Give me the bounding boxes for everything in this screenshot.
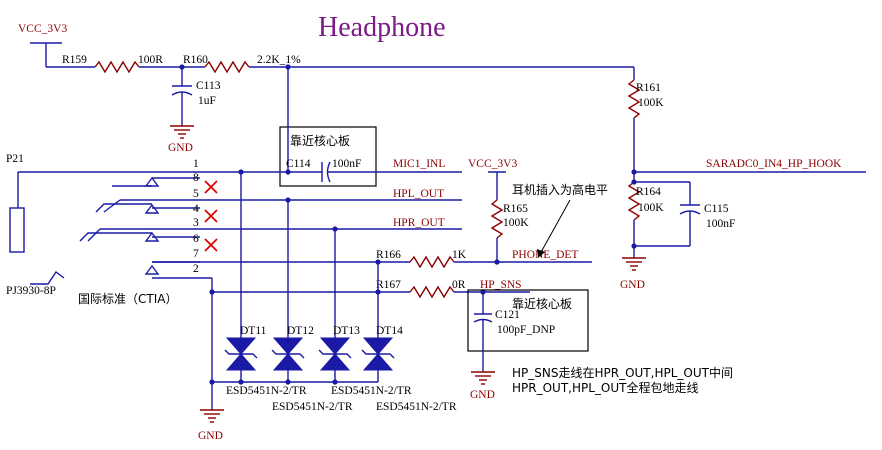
c114-ref: C114 [286, 158, 311, 170]
nc-mark-pin4 [204, 209, 218, 223]
gnd-symbol [200, 409, 224, 423]
junction [631, 169, 637, 175]
insert-high-note: 耳机插入为高电平 [512, 182, 608, 197]
junction [285, 169, 291, 175]
r166-ref: R166 [376, 249, 401, 261]
c121-ref: C121 [495, 309, 520, 321]
resistor-r165 [490, 199, 504, 239]
c115-val: 100nF [706, 218, 735, 230]
r167-ref: R167 [376, 279, 401, 291]
pin-8: 8 [193, 172, 199, 184]
tvs-diode-dt14 [361, 337, 395, 371]
near-core-box-1 [279, 126, 377, 187]
dt14-ref: DT14 [376, 325, 403, 337]
dt12-ref: DT12 [287, 325, 314, 337]
nc-mark-pin6 [204, 238, 218, 252]
dt13-ref: DT13 [333, 325, 360, 337]
c114-val: 100nF [332, 158, 361, 170]
near-core-label-1: 靠近核心板 [290, 134, 350, 148]
gnd-label-2: GND [198, 430, 223, 442]
resistor-r159 [94, 60, 140, 74]
tvs-diode-dt11 [224, 337, 258, 371]
tvs-diode-dt12 [271, 337, 305, 371]
r161-val: 100K [638, 97, 664, 109]
net-hpr: HPR_OUT [393, 217, 445, 229]
pin-2: 2 [193, 263, 199, 275]
wire [103, 199, 121, 213]
net-hpl: HPL_OUT [393, 188, 444, 200]
r161-ref: R161 [636, 82, 661, 94]
junction [631, 179, 637, 185]
pin-3: 3 [193, 217, 199, 229]
resistor-r160 [204, 60, 250, 74]
r164-ref: R164 [636, 186, 661, 198]
dt11-ref: DT11 [240, 325, 267, 337]
pin-5: 5 [193, 188, 199, 200]
connector-part: PJ3930-8P [6, 285, 56, 297]
ctia-label: 国际标准（CTIA） [78, 292, 177, 306]
r167-val: 0R [452, 279, 466, 291]
gnd-symbol [170, 125, 194, 139]
note-arrow [539, 199, 571, 255]
resistor-r161 [627, 79, 641, 119]
jack-body [9, 207, 25, 253]
net-phone-det: PHONE_DET [512, 249, 578, 261]
schematic-title: Headphone [318, 12, 446, 43]
connector-ref: P21 [6, 153, 24, 165]
route-note-2: HPR_OUT,HPL_OUT全程包地走线 [512, 380, 698, 395]
c121-val: 100pF_DNP [497, 324, 555, 336]
gnd-label-4: GND [620, 279, 645, 291]
r160-val: 2.2K_1% [257, 54, 301, 66]
gnd-symbol [471, 371, 495, 385]
dt12-part: ESD5451N-2/TR [272, 401, 353, 413]
c113-val: 1uF [198, 95, 216, 107]
wire [87, 228, 101, 242]
tvs-diode-dt13 [318, 337, 352, 371]
dt14-part: ESD5451N-2/TR [376, 401, 457, 413]
net-vcc-mid: VCC_3V3 [468, 158, 517, 170]
c115-ref: C115 [704, 203, 729, 215]
resistor-r166 [409, 255, 455, 269]
gnd-label-3: GND [470, 389, 495, 401]
route-note-1: HP_SNS走线在HPR_OUT,HPL_OUT中间 [512, 365, 733, 380]
pin-6: 6 [193, 233, 199, 245]
near-core-label-2: 靠近核心板 [512, 297, 572, 311]
net-hp-sns: HP_SNS [480, 279, 522, 291]
r159-val: 100R [138, 54, 163, 66]
nc-mark-pin8 [204, 180, 218, 194]
r164-val: 100K [638, 202, 664, 214]
junction [209, 379, 215, 385]
gnd-label-1: GND [168, 142, 193, 154]
net-mic: MIC1_INL [393, 158, 445, 170]
net-vcc-top: VCC_3V3 [18, 23, 67, 35]
pin-7: 7 [193, 248, 199, 260]
net-saradc: SARADC0_IN4_HP_HOOK [706, 158, 842, 170]
r166-val: 1K [452, 249, 467, 261]
jack-contacts [79, 176, 200, 275]
pin-1: 1 [193, 158, 199, 170]
r165-ref: R165 [503, 203, 528, 215]
near-core-box-2 [467, 289, 589, 352]
junction [631, 243, 637, 249]
resistor-r167 [409, 285, 455, 299]
r165-val: 100K [503, 217, 529, 229]
jack-sleeve [30, 270, 65, 285]
r159-ref: R159 [62, 54, 87, 66]
note-arrowhead [537, 249, 545, 258]
dt13-part: ESD5451N-2/TR [331, 385, 412, 397]
resistor-r164 [627, 181, 641, 221]
gnd-symbol [622, 257, 646, 271]
pin-4: 4 [193, 203, 199, 215]
dt11-part: ESD5451N-2/TR [226, 385, 307, 397]
c113-ref: C113 [196, 80, 221, 92]
r160-ref: R160 [183, 54, 208, 66]
